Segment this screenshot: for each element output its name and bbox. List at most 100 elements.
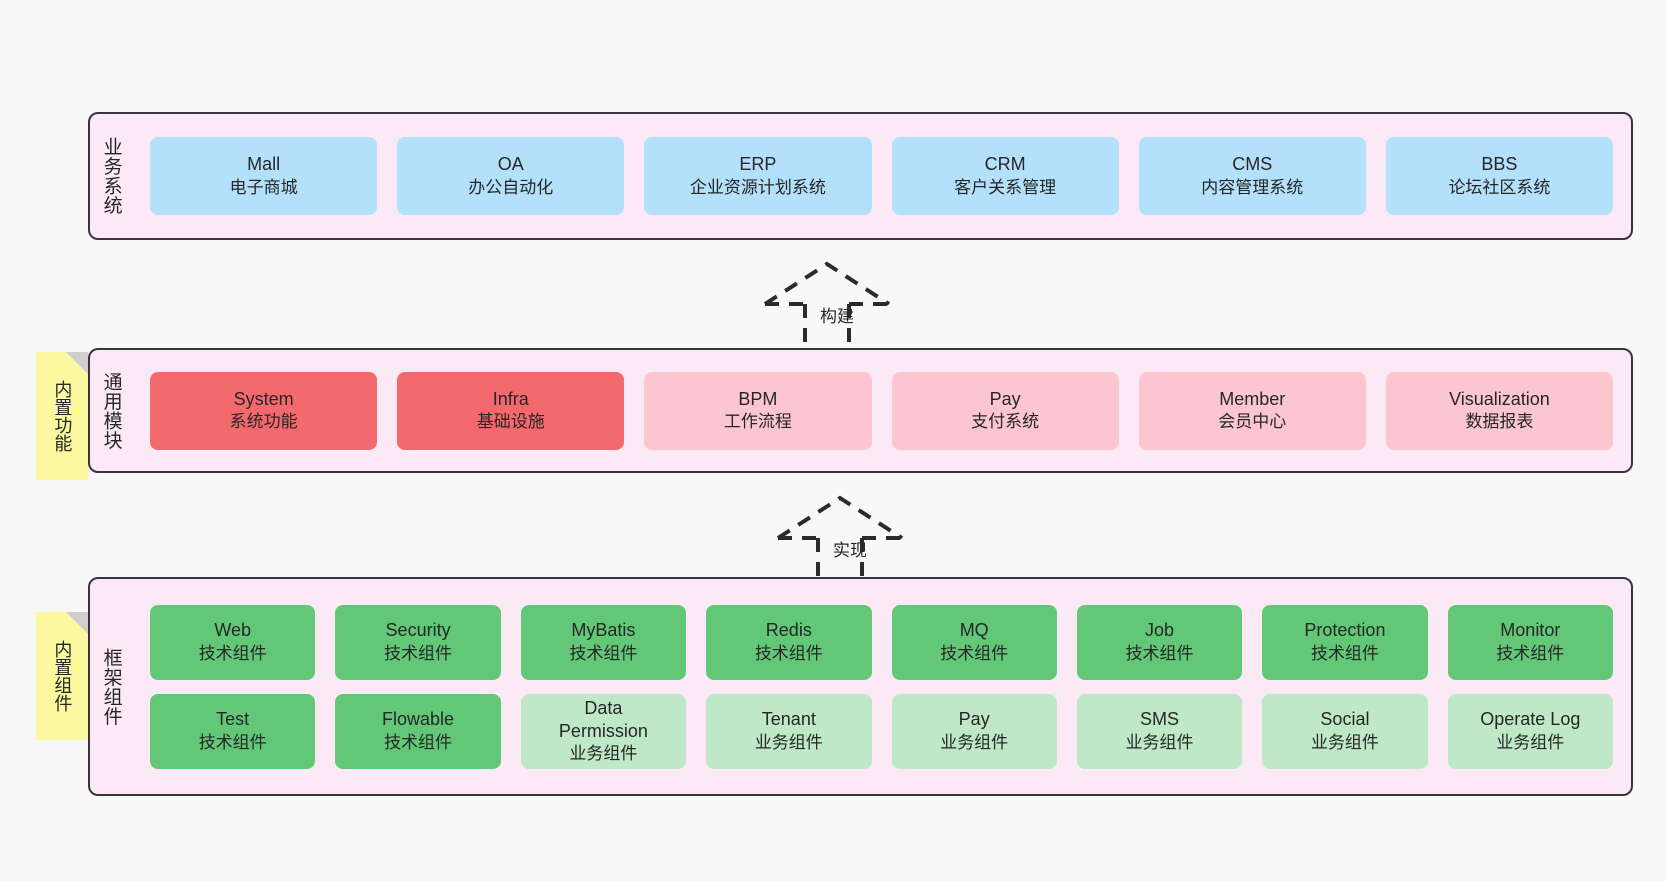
- layer-business-system-cards: Mall 电子商城 OA 办公自动化 ERP 企业资源计划系统 CRM 客户关系…: [132, 114, 1631, 238]
- card-visualization[interactable]: Visualization 数据报表: [1385, 371, 1614, 450]
- card-security-title: Security: [385, 620, 451, 641]
- card-cms[interactable]: CMS 内容管理系统: [1138, 137, 1366, 215]
- card-infra-subtitle: 基础设施: [476, 412, 545, 432]
- card-pay-module-subtitle: 支付系统: [971, 412, 1040, 432]
- card-operate-log-subtitle: 业务组件: [1496, 732, 1565, 752]
- card-bbs-subtitle: 论坛社区系统: [1448, 177, 1551, 197]
- card-monitor-title: Monitor: [1500, 620, 1561, 641]
- card-tenant-subtitle: 业务组件: [754, 732, 823, 752]
- card-social[interactable]: Social 业务组件: [1262, 693, 1428, 769]
- card-system[interactable]: System 系统功能: [150, 371, 378, 450]
- card-monitor[interactable]: Monitor 技术组件: [1447, 604, 1613, 680]
- card-web-subtitle: 技术组件: [198, 643, 267, 663]
- card-sms[interactable]: SMS 业务组件: [1076, 693, 1243, 769]
- card-oa-title: OA: [497, 154, 524, 175]
- card-operate-log[interactable]: Operate Log 业务组件: [1447, 693, 1613, 769]
- card-bbs[interactable]: BBS 论坛社区系统: [1385, 137, 1614, 215]
- card-cms-title: CMS: [1232, 154, 1273, 175]
- card-protection-subtitle: 技术组件: [1310, 643, 1379, 663]
- layer-framework-component-label: 框架组件: [100, 647, 122, 726]
- card-visualization-title: Visualization: [1449, 388, 1550, 409]
- card-oa-subtitle: 办公自动化: [468, 177, 554, 197]
- sticky-note-builtin-component-label: 内置组件: [52, 640, 73, 712]
- card-pay-module[interactable]: Pay 支付系统: [891, 371, 1119, 450]
- card-bbs-title: BBS: [1481, 154, 1518, 175]
- card-member-title: Member: [1219, 388, 1286, 409]
- card-infra[interactable]: Infra 基础设施: [397, 371, 625, 450]
- layer-business-system: 业务系统 Mall 电子商城 OA 办公自动化 ERP 企业资源计划系统 CRM…: [88, 112, 1633, 240]
- arrow-build-label: 构建: [820, 307, 854, 326]
- card-mq[interactable]: MQ 技术组件: [891, 604, 1057, 680]
- sticky-note-builtin-component: 内置组件: [36, 612, 88, 740]
- layer-common-module-cards: System 系统功能 Infra 基础设施 BPM 工作流程 Pay 支付系统…: [132, 350, 1631, 471]
- card-flowable[interactable]: Flowable 技术组件: [335, 693, 501, 769]
- card-mall-title: Mall: [247, 154, 281, 175]
- card-mall[interactable]: Mall 电子商城: [150, 137, 378, 215]
- card-redis[interactable]: Redis 技术组件: [706, 604, 872, 680]
- card-system-subtitle: 系统功能: [229, 412, 298, 432]
- card-oa[interactable]: OA 办公自动化: [397, 137, 625, 215]
- generalization-arrow-build: 构建: [757, 258, 917, 356]
- card-pay-component-title: Pay: [958, 709, 990, 730]
- card-protection-title: Protection: [1304, 620, 1386, 641]
- card-test-title: Test: [216, 709, 250, 730]
- layer-common-module-label: 通用模块: [100, 371, 122, 450]
- card-tenant-title: Tenant: [761, 709, 816, 730]
- card-mybatis-title: MyBatis: [571, 620, 636, 641]
- card-job-subtitle: 技术组件: [1125, 643, 1194, 663]
- layer-framework-component: 框架组件 Web 技术组件 Security 技术组件 MyBatis 技术组件…: [88, 577, 1633, 796]
- card-bpm-title: BPM: [738, 388, 778, 409]
- card-erp-subtitle: 企业资源计划系统: [689, 177, 826, 197]
- card-pay-component[interactable]: Pay 业务组件: [891, 693, 1057, 769]
- card-cms-subtitle: 内容管理系统: [1201, 177, 1304, 197]
- card-redis-title: Redis: [765, 620, 812, 641]
- framework-business-row: Test 技术组件 Flowable 技术组件 Data Permission …: [140, 693, 1623, 769]
- card-web-title: Web: [214, 620, 252, 641]
- note-fold-corner-icon: [66, 612, 88, 634]
- card-social-title: Social: [1320, 709, 1370, 730]
- framework-tech-row: Web 技术组件 Security 技术组件 MyBatis 技术组件 Redi…: [140, 604, 1623, 680]
- card-flowable-subtitle: 技术组件: [384, 732, 453, 752]
- card-mybatis[interactable]: MyBatis 技术组件: [520, 604, 687, 680]
- card-test[interactable]: Test 技术组件: [150, 693, 316, 769]
- card-mall-subtitle: 电子商城: [229, 177, 298, 197]
- card-redis-subtitle: 技术组件: [754, 643, 823, 663]
- card-tenant[interactable]: Tenant 业务组件: [706, 693, 872, 769]
- card-sms-subtitle: 业务组件: [1125, 732, 1194, 752]
- layer-framework-component-cards: Web 技术组件 Security 技术组件 MyBatis 技术组件 Redi…: [132, 579, 1631, 794]
- card-erp[interactable]: ERP 企业资源计划系统: [644, 137, 872, 215]
- card-pay-component-subtitle: 业务组件: [940, 732, 1009, 752]
- card-test-subtitle: 技术组件: [198, 732, 267, 752]
- card-member[interactable]: Member 会员中心: [1138, 371, 1366, 450]
- note-fold-corner-icon: [66, 352, 88, 374]
- card-member-subtitle: 会员中心: [1218, 412, 1287, 432]
- card-flowable-title: Flowable: [382, 709, 455, 730]
- card-crm-subtitle: 客户关系管理: [954, 177, 1057, 197]
- card-data-permission[interactable]: Data Permission 业务组件: [520, 693, 687, 769]
- generalization-arrow-implement: 实现: [770, 492, 930, 590]
- card-job[interactable]: Job 技术组件: [1076, 604, 1243, 680]
- card-data-permission-title: Data Permission: [558, 697, 648, 741]
- layer-common-module: 通用模块 System 系统功能 Infra 基础设施 BPM 工作流程 Pay…: [88, 348, 1633, 473]
- card-web[interactable]: Web 技术组件: [150, 604, 316, 680]
- card-mq-title: MQ: [959, 620, 989, 641]
- card-security-subtitle: 技术组件: [384, 643, 453, 663]
- card-mq-subtitle: 技术组件: [940, 643, 1009, 663]
- sticky-note-builtin-function: 内置功能: [36, 352, 88, 480]
- layer-business-system-label: 业务系统: [100, 137, 122, 215]
- card-pay-module-title: Pay: [989, 388, 1021, 409]
- card-crm[interactable]: CRM 客户关系管理: [891, 137, 1119, 215]
- card-protection[interactable]: Protection 技术组件: [1262, 604, 1428, 680]
- card-job-title: Job: [1145, 620, 1175, 641]
- card-security[interactable]: Security 技术组件: [335, 604, 501, 680]
- card-crm-title: CRM: [984, 154, 1026, 175]
- card-monitor-subtitle: 技术组件: [1496, 643, 1565, 663]
- card-infra-title: Infra: [492, 388, 529, 409]
- card-bpm-subtitle: 工作流程: [723, 412, 792, 432]
- card-social-subtitle: 业务组件: [1310, 732, 1379, 752]
- card-bpm[interactable]: BPM 工作流程: [644, 371, 872, 450]
- arrow-implement-label: 实现: [833, 541, 867, 560]
- card-mybatis-subtitle: 技术组件: [569, 643, 638, 663]
- card-data-permission-subtitle: 业务组件: [569, 744, 638, 764]
